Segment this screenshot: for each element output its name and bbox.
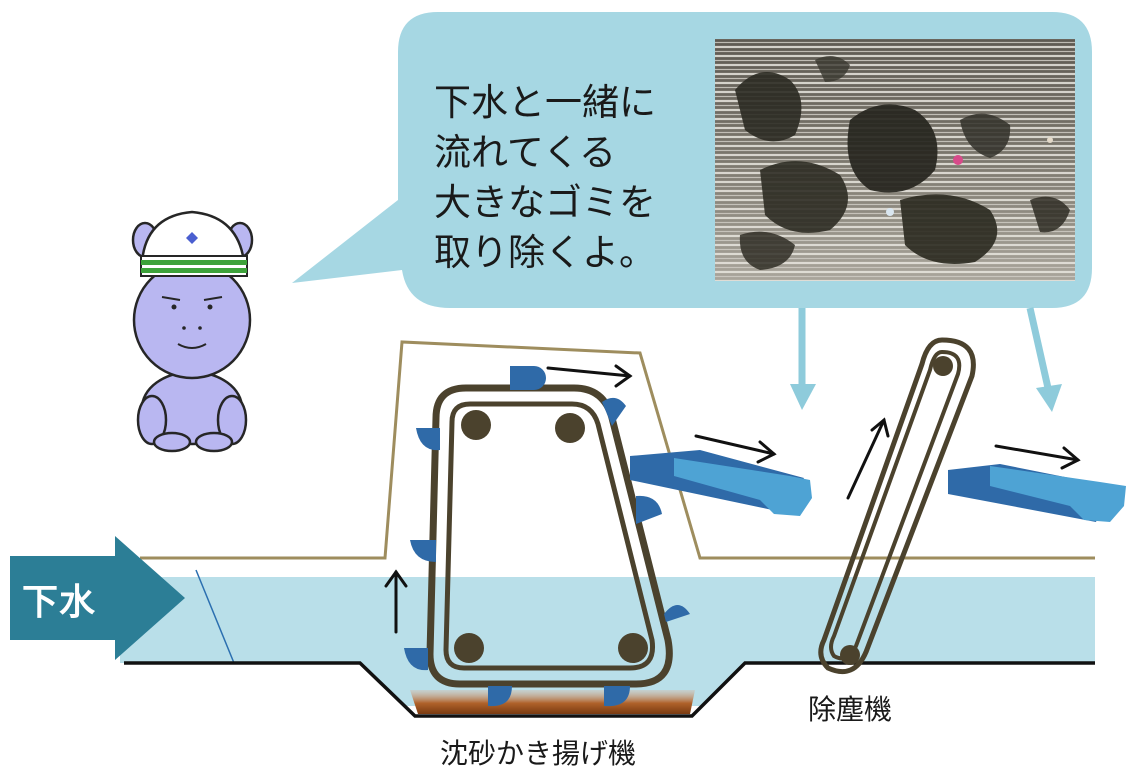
speech-line: 流れてくる xyxy=(434,131,617,174)
water-channel xyxy=(120,569,1095,714)
sewage-flow-label: 下水 xyxy=(22,582,97,623)
channel-bottom xyxy=(124,661,1095,718)
discharge-chute-1 xyxy=(630,450,812,516)
screen-debris-photo xyxy=(715,39,1075,281)
grit-collector xyxy=(404,366,690,707)
direction-arrows xyxy=(384,364,1081,634)
hippo-mascot-icon xyxy=(131,210,254,453)
speech-line: 取り除くよ。 xyxy=(434,231,656,274)
grit-collector-label: 沈砂かき揚げ機 xyxy=(440,737,637,770)
speech-bubble-text: 下水と一緒に 流れてくる 大きなゴミを 取り除くよ。 xyxy=(434,78,694,278)
speech-line: 下水と一緒に xyxy=(434,81,656,124)
screen-remover xyxy=(818,337,976,674)
screen-remover-label: 除塵機 xyxy=(808,693,893,726)
channel-outline xyxy=(140,340,1095,560)
sewage-flow-arrow xyxy=(10,536,185,660)
photo-pointer-arrows xyxy=(790,307,1062,412)
speech-line: 大きなゴミを xyxy=(434,181,656,224)
discharge-chute-2 xyxy=(948,464,1126,522)
